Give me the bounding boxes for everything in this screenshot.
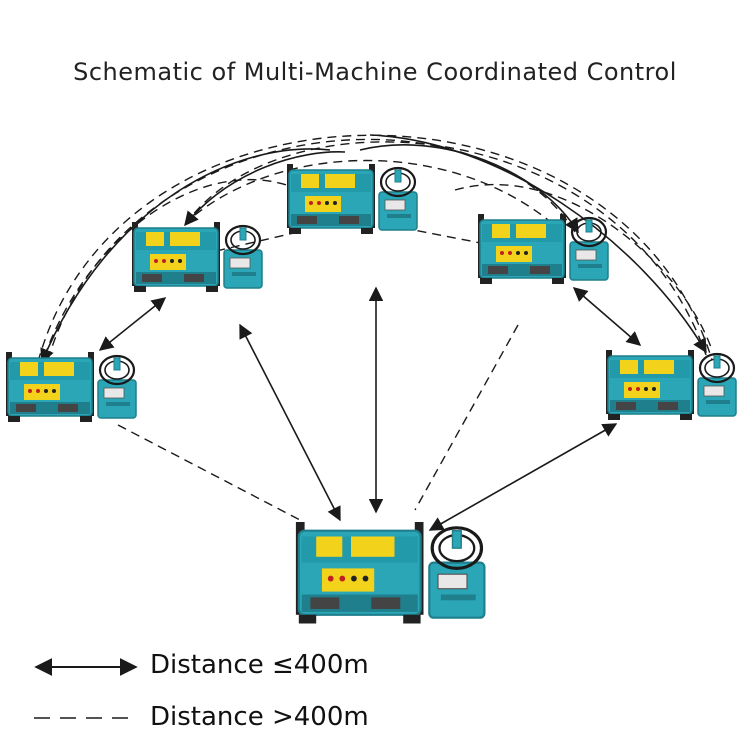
- dashed-arc-upper-left-upper-right: [194, 159, 561, 231]
- solid-arc-top-upper-right: [359, 144, 579, 234]
- machine-bottom: [294, 520, 486, 626]
- solid-arc-left-top: [40, 148, 331, 364]
- dashed-arc-left-right: [37, 134, 713, 363]
- dashed-upper-right-bottom: [414, 324, 519, 511]
- solid-arc-top-right: [369, 134, 707, 354]
- machine-upper-right: [476, 212, 610, 286]
- solid-right-bottom: [428, 423, 618, 531]
- diagram-title: Schematic of Multi-Machine Coordinated C…: [73, 58, 677, 86]
- solid-connections: [40, 134, 707, 531]
- dashed-arc-top-left: [44, 179, 301, 356]
- machine-right: [604, 348, 738, 422]
- dashed-arc-upper-left-right: [184, 141, 707, 356]
- machine-upper-left: [130, 220, 264, 294]
- solid-upper-left-bottom: [239, 323, 341, 522]
- legend-solid-label: Distance ≤400m: [150, 650, 369, 680]
- solid-upper-left-left: [98, 297, 167, 351]
- solid-upper-right-right: [572, 287, 642, 346]
- machine-top: [285, 162, 419, 236]
- machine-left: [4, 350, 138, 424]
- solid-arc-upper-left-top: [184, 151, 346, 227]
- legend-dashed-label: Distance >400m: [150, 702, 369, 732]
- dashed-arc-top-right: [454, 183, 713, 351]
- dashed-left-bottom: [117, 424, 301, 521]
